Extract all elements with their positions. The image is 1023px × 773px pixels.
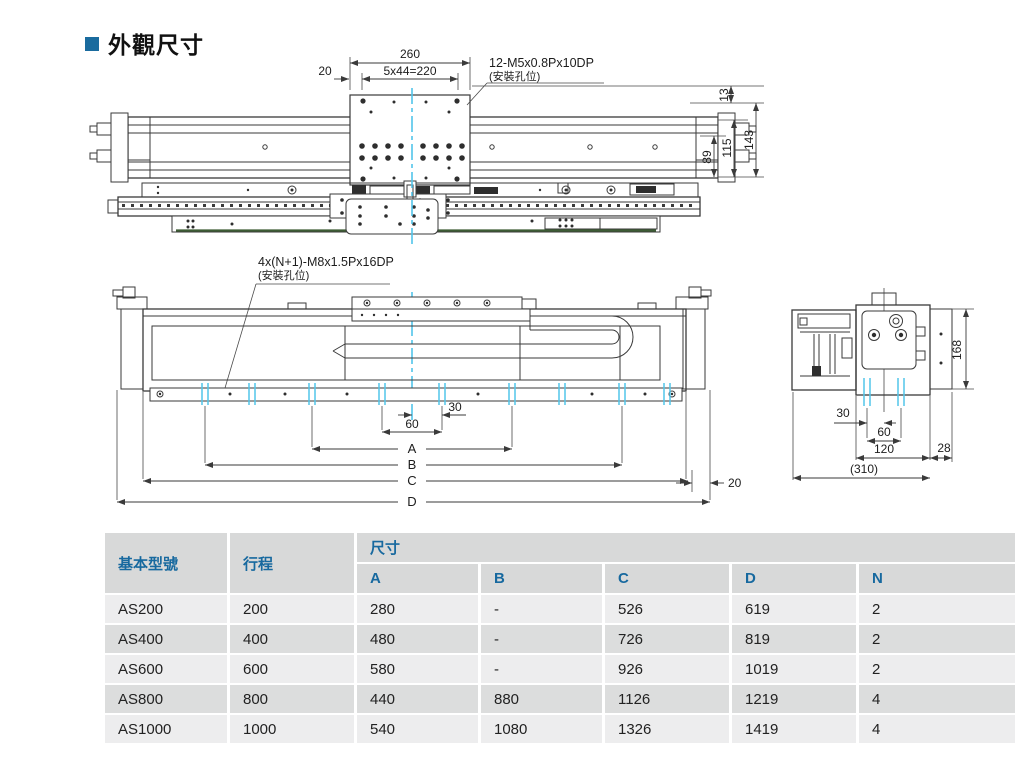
dim-n-cell: 4 [859,685,1015,713]
dim-label-5x44-220: 5x44=220 [383,64,436,78]
dim-label-60-front: 60 [405,417,419,431]
dim-b-cell: 880 [481,685,602,713]
end-view-drawing: 168 30 60 120 28 (310) [791,288,974,481]
dim-d-cell: 619 [732,595,856,623]
dim-c-cell: 726 [605,625,729,653]
table-row: AS800 800 440 880 1126 1219 4 [105,685,1015,713]
header-col-d: D [732,564,856,593]
dim-label-20-front: 20 [728,476,742,490]
callout-12-m5: 12-M5x0.8Px10DP [489,56,594,70]
mounting-holes-pattern [359,98,465,182]
technical-drawing: 20 260 5x44=220 12-M5x0.8Px10DP (安裝孔位) 1… [89,47,974,509]
dim-a-cell: 540 [357,715,478,743]
stroke-cell: 400 [230,625,354,653]
header-row-1: 基本型號 行程 尺寸 [105,533,1015,593]
dim-c-cell: 1326 [605,715,729,743]
header-col-b: B [481,564,602,593]
stroke-cell: 200 [230,595,354,623]
stroke-cell: 1000 [230,715,354,743]
mounting-hole-ticks [201,383,671,405]
table-row: AS400 400 480 - 726 819 2 [105,625,1015,653]
callout-12-m5-sub: (安裝孔位) [489,69,540,83]
side-strip-drawing [107,180,701,235]
dim-a-cell: 480 [357,625,478,653]
dim-label-20-top: 20 [318,64,332,78]
dim-label-310: (310) [850,462,878,476]
page-title: 外觀尺寸 [108,32,204,58]
table-row: AS1000 1000 540 1080 1326 1419 4 [105,715,1015,743]
dim-n-cell: 4 [859,715,1015,743]
dim-d-cell: 819 [732,625,856,653]
dim-label-30-front: 30 [448,400,462,414]
table-row: AS600 600 580 - 926 1019 2 [105,655,1015,683]
dim-label-30-end: 30 [836,406,850,420]
model-cell: AS400 [105,625,227,653]
dim-label-260: 260 [400,47,420,61]
dim-d-cell: 1019 [732,655,856,683]
dim-d-cell: 1219 [732,685,856,713]
front-view-callout: 4x(N+1)-M8x1.5Px16DP (安裝孔位) [221,255,394,399]
header-row-2: A B C D N [105,564,1015,593]
dim-b-cell: - [481,595,602,623]
header-col-c: C [605,564,729,593]
header-dims: 尺寸 [357,533,1015,562]
dim-label-115: 115 [720,138,734,157]
dim-b-cell: - [481,655,602,683]
title-bullet-icon [85,37,99,51]
table-row: AS200 200 280 - 526 619 2 [105,595,1015,623]
model-cell: AS1000 [105,715,227,743]
section-title: 外觀尺寸 [85,26,204,60]
dim-c-cell: 1126 [605,685,729,713]
header-col-a: A [357,564,478,593]
dim-c-cell: 526 [605,595,729,623]
dim-a-cell: 580 [357,655,478,683]
dim-n-cell: 2 [859,595,1015,623]
header-model: 基本型號 [105,533,227,593]
model-cell: AS600 [105,655,227,683]
dim-label-D: D [407,494,416,509]
callout-4x-m8: 4x(N+1)-M8x1.5Px16DP [258,255,394,269]
dim-a-cell: 280 [357,595,478,623]
front-view-drawing: 30 60 A B C D 20 [112,286,742,509]
dim-label-13: 13 [717,88,731,102]
dim-b-cell: - [481,625,602,653]
dim-label-143: 143 [742,130,756,150]
dim-n-cell: 2 [859,625,1015,653]
callout-4x-m8-sub: (安裝孔位) [258,268,309,282]
dim-label-120: 120 [874,442,894,456]
stroke-cell: 600 [230,655,354,683]
header-col-n: N [859,564,1015,593]
top-view-drawing: 20 260 5x44=220 12-M5x0.8Px10DP (安裝孔位) 1… [89,47,764,186]
dim-n-cell: 2 [859,655,1015,683]
header-stroke: 行程 [230,533,354,593]
dim-a-cell: 440 [357,685,478,713]
dim-label-28: 28 [937,441,951,455]
dim-label-C: C [407,473,416,488]
dim-label-89: 89 [700,150,714,164]
dim-d-cell: 1419 [732,715,856,743]
spec-table: 基本型號 行程 尺寸 A B C D N AS200 200 280 - 526… [102,531,1018,745]
dim-label-60-end: 60 [877,425,891,439]
model-cell: AS800 [105,685,227,713]
dim-label-B: B [408,457,417,472]
dim-label-168: 168 [950,340,964,360]
dim-label-A: A [408,441,417,456]
stroke-cell: 800 [230,685,354,713]
dim-c-cell: 926 [605,655,729,683]
dim-b-cell: 1080 [481,715,602,743]
model-cell: AS200 [105,595,227,623]
